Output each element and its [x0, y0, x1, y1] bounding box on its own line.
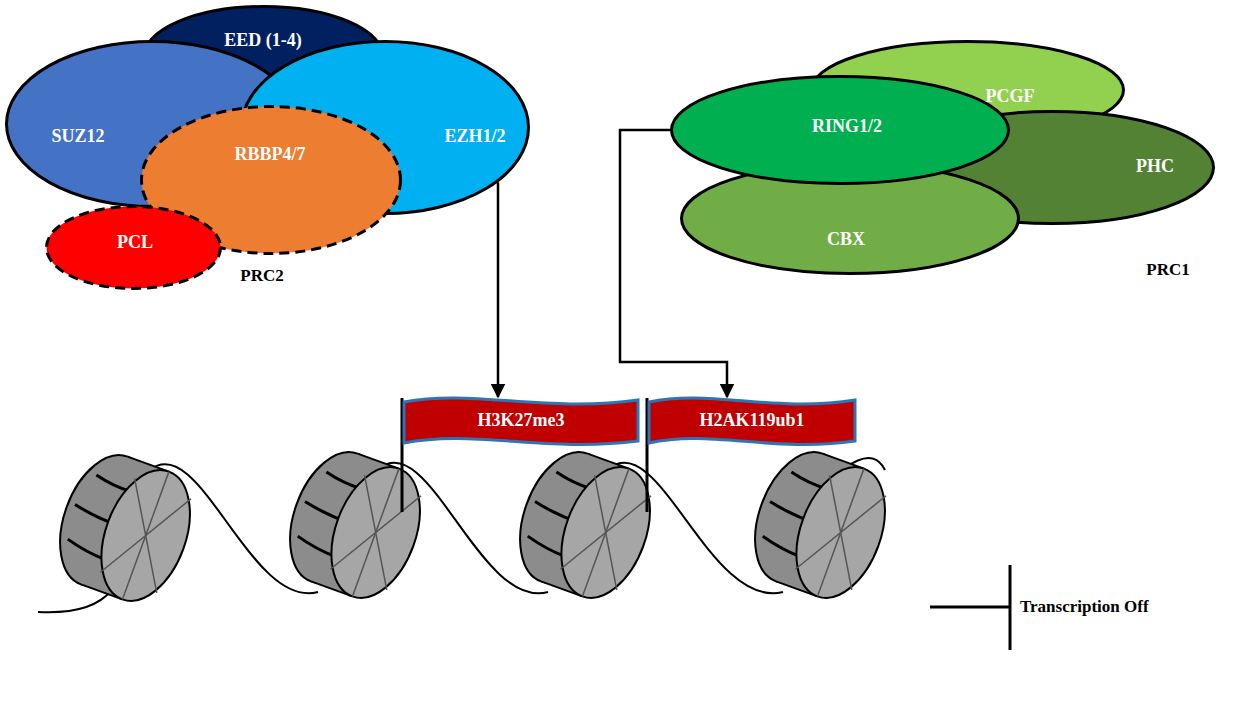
nucleosome: [273, 440, 436, 610]
complex-label: PRC2: [240, 267, 283, 286]
node-text: RING1/2: [812, 117, 882, 137]
inhibition-bar: [1009, 565, 1012, 650]
node-text: EZH1/2: [444, 127, 505, 147]
node-text: PCL: [117, 233, 153, 253]
node-text: H3K27me3: [478, 411, 565, 431]
node-text: EED (1-4): [224, 31, 302, 51]
activity-arrow: [497, 182, 500, 397]
histone-mark-flag: H2AK119ub1: [647, 395, 857, 447]
node-text: RBBP4/7: [234, 145, 305, 165]
subunit-ellipse: PCL: [45, 205, 222, 290]
node-text: CBX: [827, 230, 865, 250]
node-text: PCGF: [986, 87, 1035, 107]
histone-mark-flag: H3K27me3: [402, 395, 640, 447]
subunit-ellipse: RING1/2: [670, 75, 1010, 185]
outcome-label: Transcription Off: [1020, 598, 1149, 617]
complex-label: PRC1: [1146, 261, 1189, 280]
activity-arrow: [620, 130, 727, 397]
nucleosome: [738, 440, 901, 610]
node-text: PHC: [1136, 157, 1174, 177]
inhibition-bar: [930, 606, 1010, 609]
node-text: H2AK119ub1: [699, 411, 804, 431]
nucleosome: [503, 440, 666, 610]
nucleosome: [43, 443, 206, 613]
node-text: SUZ12: [51, 127, 104, 147]
